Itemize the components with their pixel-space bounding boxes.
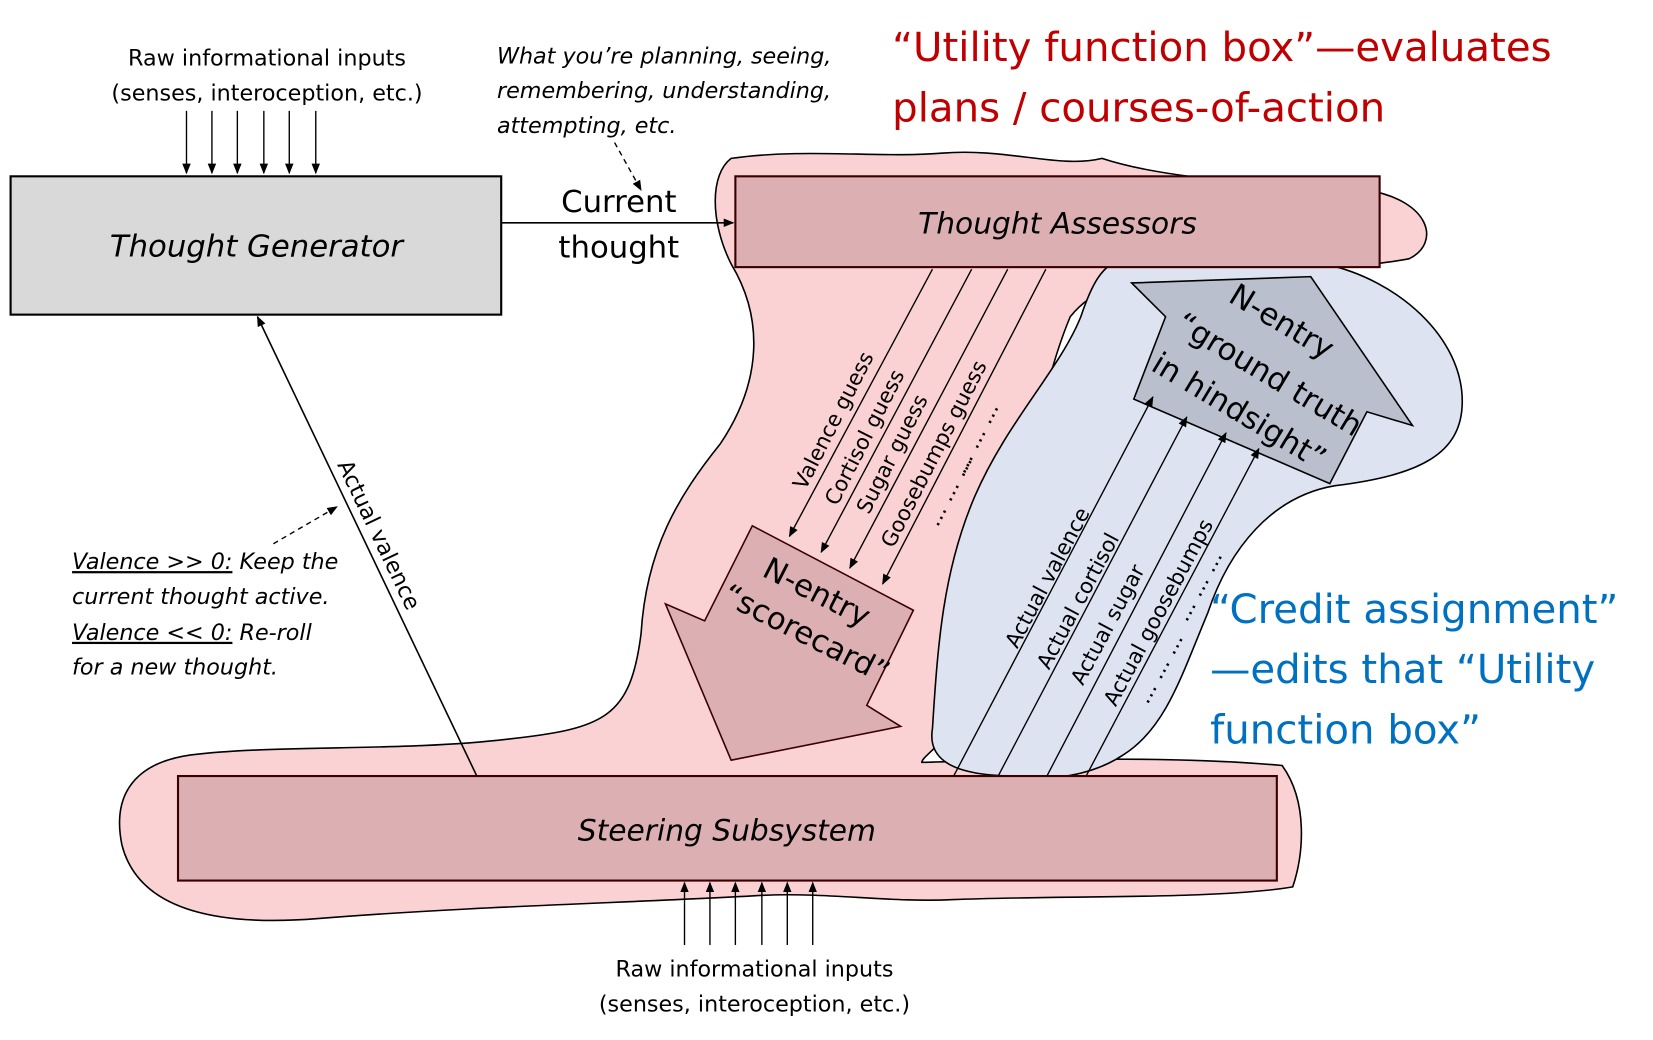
valence-low-text: Re-roll: [232, 620, 312, 646]
actual-arrows: [953, 396, 1260, 777]
thought-note-line1: What you’re planning, seeing,: [497, 43, 831, 69]
valence-note-line2: current thought active.: [72, 584, 329, 610]
thought-note-line2: remembering, understanding,: [497, 78, 831, 104]
thought-assessors-box: [734, 175, 1381, 269]
current-thought-line2: thought: [558, 231, 679, 266]
valence-low-label: Valence << 0:: [72, 620, 232, 646]
actual-valence-arrow: [256, 315, 478, 777]
valence-high-label: Valence >> 0:: [72, 549, 232, 575]
thought-note-dashed-arrow: [613, 142, 642, 191]
ground-truth-block-arrow: [1129, 275, 1415, 485]
steering-subsystem-label: Steering Subsystem: [578, 813, 876, 847]
thought-assessors-label: Thought Assessors: [918, 206, 1197, 240]
credit-caption-line1: “Credit assignment”: [1210, 587, 1618, 633]
thought-generator-label: Thought Generator: [110, 230, 406, 265]
actual-valence-label: Actual valence: [332, 456, 426, 614]
utility-caption-line1: “Utility function box”—evaluates: [892, 25, 1551, 71]
thought-note-line3: attempting, etc.: [497, 113, 677, 139]
thought-note: What you’re planning, seeing, rememberin…: [497, 43, 831, 139]
valence-note: Valence >> 0: Keep the current thought a…: [72, 549, 338, 681]
bottom-inputs-line2: (senses, interoception, etc.): [599, 992, 910, 1018]
valence-high-text: Keep the: [232, 549, 338, 575]
current-thought-line1: Current: [561, 185, 676, 220]
utility-caption-line2: plans / courses-of-action: [892, 85, 1385, 131]
bottom-inputs-line1: Raw informational inputs: [615, 957, 893, 983]
credit-caption-line2: —edits that “Utility: [1210, 647, 1595, 693]
top-inputs-line2: (senses, interoception, etc.): [111, 80, 422, 106]
scorecard-block-arrow: [663, 524, 915, 762]
bottom-input-arrows: [680, 881, 817, 945]
valence-note-line4: for a new thought.: [72, 655, 278, 681]
valence-note-dashed-arrow: [273, 506, 338, 545]
credit-caption-line3: function box”: [1210, 707, 1481, 753]
steering-subsystem-box: [176, 774, 1278, 882]
thought-generator-box: [9, 175, 503, 316]
top-input-arrows: [182, 110, 321, 175]
svg-text:Valence >> 0: Keep the: Valence >> 0: Keep the: [72, 549, 338, 575]
svg-text:Valence << 0: Re-roll: Valence << 0: Re-roll: [72, 620, 313, 646]
guess-arrows: [788, 268, 1047, 585]
top-inputs-line1: Raw informational inputs: [128, 45, 406, 71]
